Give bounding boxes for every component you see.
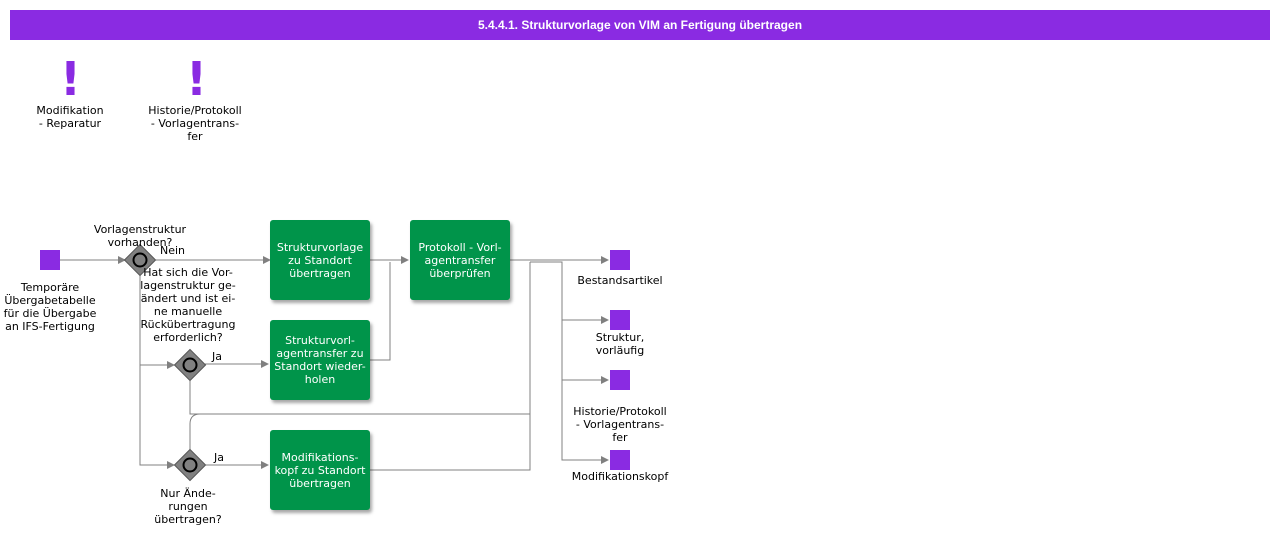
task-strukturvorlagentransfer-wiederholen[interactable]: Strukturvorl- agentransfer zu Standort w… <box>270 320 370 400</box>
flow-task2-to-output2 <box>530 261 609 324</box>
indicator-label-historie: Historie/Protokoll - Vorlagentrans- fer <box>148 104 242 143</box>
flow-gateway1-to-gateway3 <box>139 365 175 469</box>
task-protokoll-ueberpruefen[interactable]: Protokoll - Vorl- agentransfer überprüfe… <box>410 220 510 300</box>
diagram-title: 5.4.4.1. Strukturvorlage von VIM an Fert… <box>10 10 1270 40</box>
exclamation-icon: ! <box>60 52 81 106</box>
gateway-1 <box>123 243 157 277</box>
task-modifikationskopf-uebertragen[interactable]: Modifikations- kopf zu Standort übertrag… <box>270 430 370 510</box>
output-label-modifikationskopf: Modifikationskopf <box>571 470 669 483</box>
flow-task2-to-output4 <box>561 380 609 464</box>
data-object-struktur-vorlaeufig <box>610 310 630 330</box>
flow-task3-to-task2 <box>370 262 391 361</box>
flow-task4-to-join <box>370 262 531 471</box>
task-strukturvorlage-uebertragen[interactable]: Strukturvorlage zu Standort übertragen <box>270 220 370 300</box>
output-label-historie-protokoll: Historie/Protokoll - Vorlagentrans- fer <box>573 405 667 444</box>
start-object-label: Temporäre Übergabetabelle für die Überga… <box>3 281 97 333</box>
flow-gateway3-to-join <box>189 413 201 450</box>
gateway1-branch-label: Nein <box>160 244 186 257</box>
data-object-historie-protokoll <box>610 370 630 390</box>
output-label-bestandsartikel: Bestandsartikel <box>577 274 663 287</box>
output-label-struktur-vorlaeufig: Struktur, vorläufig <box>595 331 645 357</box>
flow-gateway2-to-join <box>189 380 530 415</box>
gateway2-question: Hat sich die Vor- lagenstruktur ge- ände… <box>140 266 236 344</box>
gateway1-question: Vorlagenstruktur vorhanden? <box>93 223 187 249</box>
indicator-label-modifikation: Modifikation - Reparatur <box>36 104 104 130</box>
data-object-bestandsartikel <box>610 250 630 270</box>
exclamation-icon: ! <box>186 52 207 106</box>
data-object-modifikationskopf <box>610 450 630 470</box>
data-object-start <box>40 250 60 270</box>
gateway3-branch-label: Ja <box>214 451 224 464</box>
gateway-3 <box>173 448 207 482</box>
gateway-2 <box>173 348 207 382</box>
gateway2-branch-label: Ja <box>212 350 222 363</box>
gateway3-question: Nur Ände- rungen übertragen? <box>154 487 222 526</box>
